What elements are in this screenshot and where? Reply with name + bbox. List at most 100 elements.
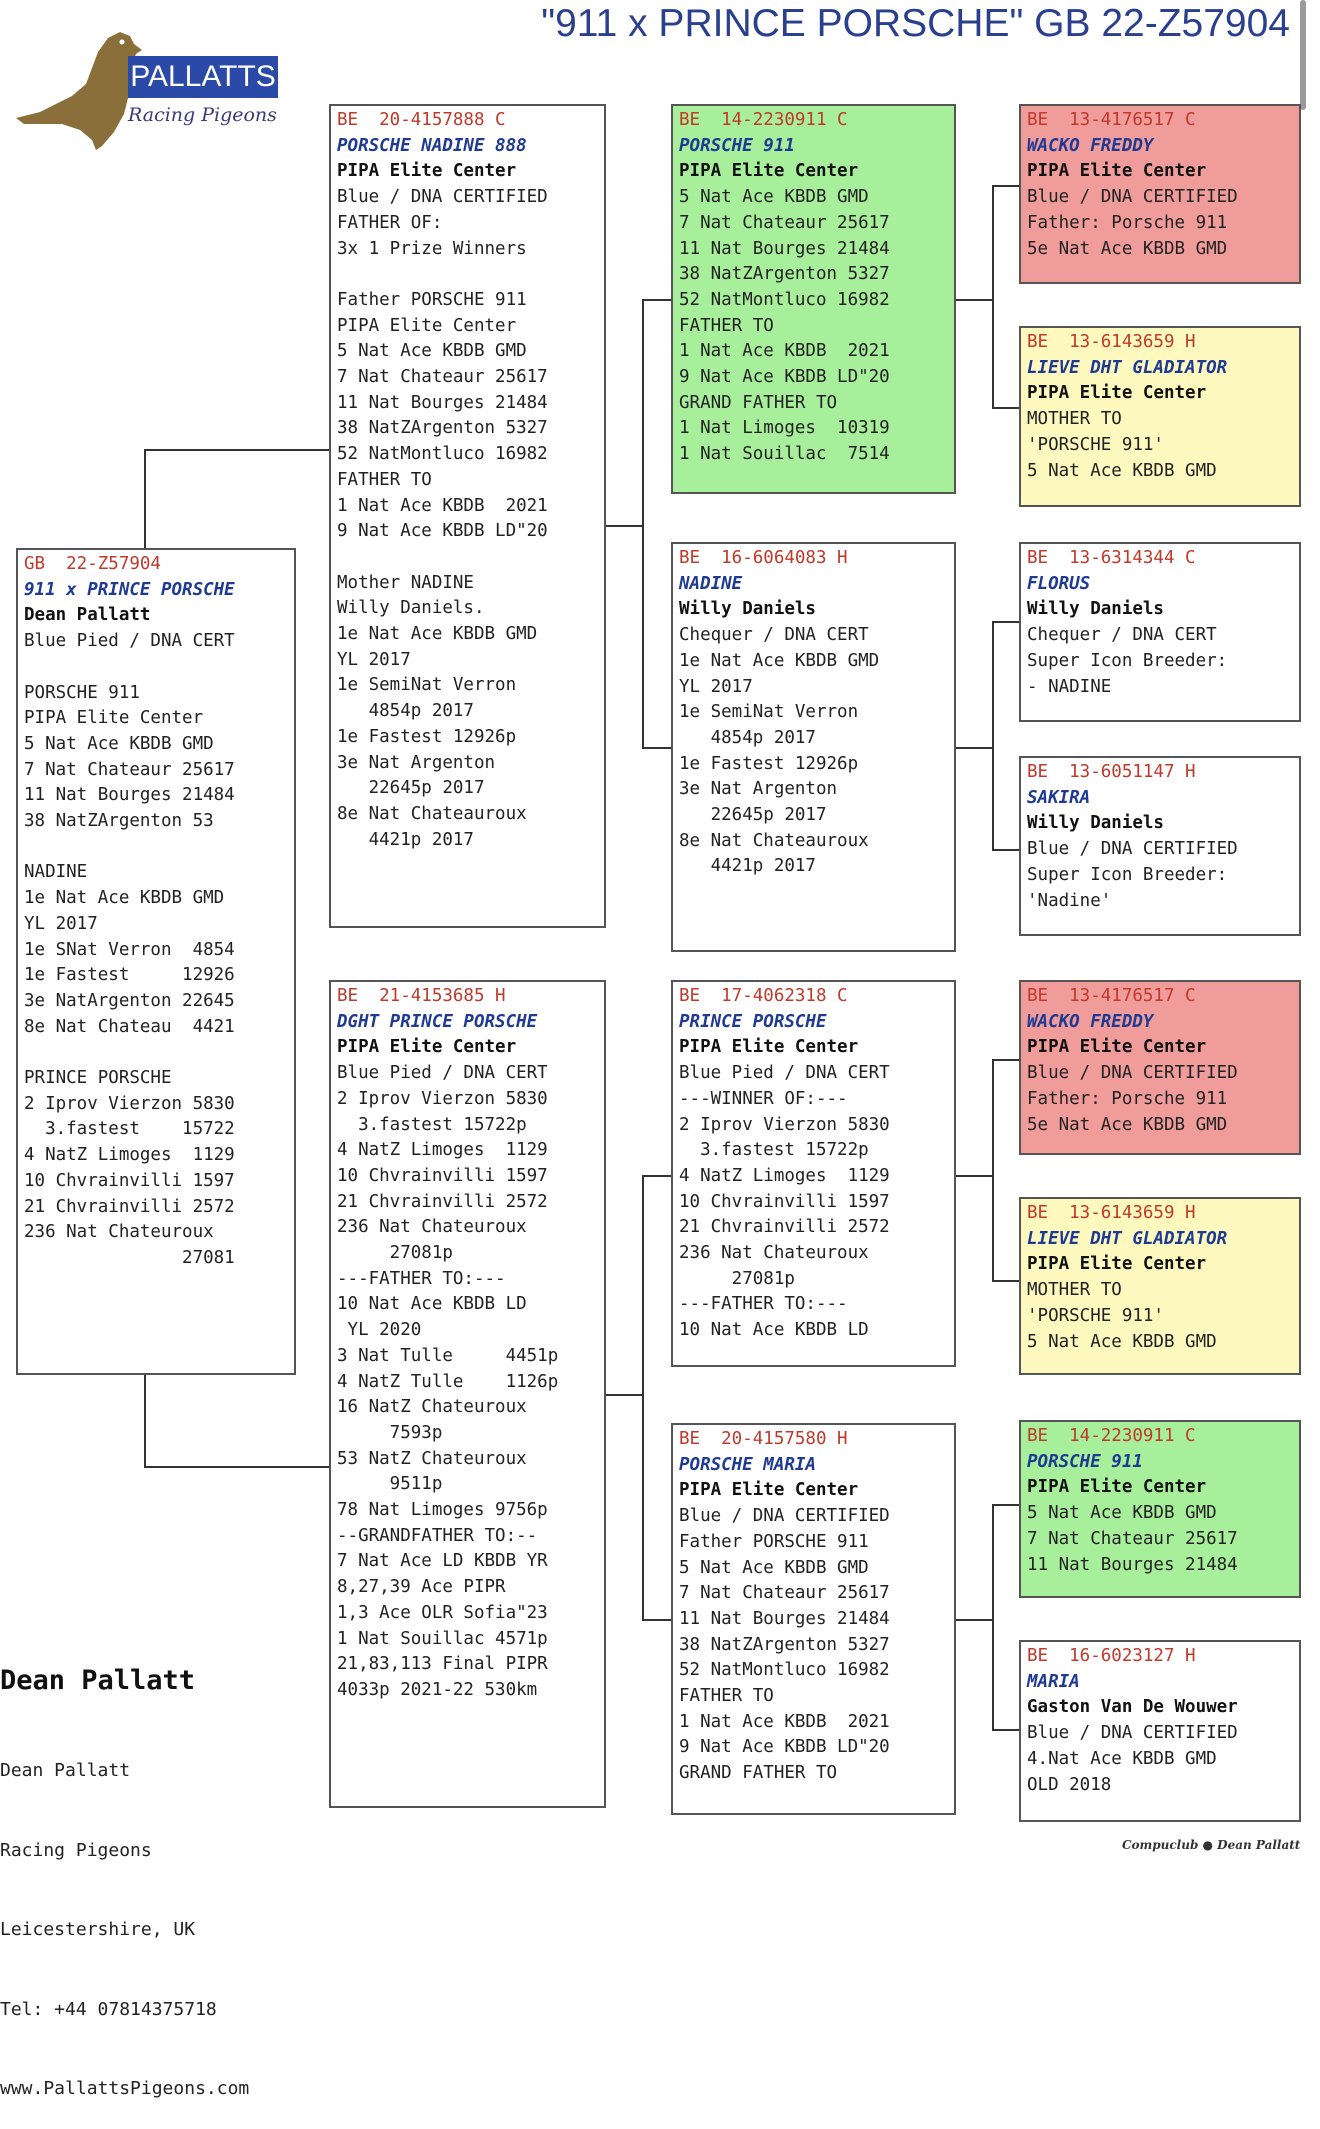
pedigree-line: 1e SemiNat Verron: [679, 702, 859, 723]
pedigree-line: - NADINE: [1027, 676, 1112, 697]
contact-line: Dean Pallatt: [0, 1760, 131, 1781]
pedigree-line: YL 2017: [337, 649, 411, 670]
owner-name: Willy Daniels: [679, 599, 816, 620]
pedigree-line: 9 Nat Ace KBDB LD"20: [337, 521, 548, 542]
pedigree-line: 52 NatMontluco 16982: [679, 1660, 890, 1681]
pedigree-line: 1e Nat Ace KBDB GMD: [24, 888, 225, 909]
pedigree-line: 4854p 2017: [679, 727, 816, 748]
pedigree-line: PRINCE PORSCHE: [24, 1068, 172, 1089]
pedigree-line: Mother NADINE: [337, 572, 474, 593]
ring-number: GB 22-Z57904: [24, 554, 161, 574]
pedigree-line: 5 Nat Ace KBDB GMD: [1027, 1331, 1217, 1352]
pigeon-name: PORSCHE MARIA: [679, 1454, 816, 1475]
ring-number: BE 14-2230911 C: [1027, 1426, 1196, 1446]
pedigree-line: 1,3 Ace OLR Sofia"23: [337, 1602, 548, 1623]
pedigree-line: Blue / DNA CERTIFIED: [337, 187, 548, 208]
pigeon-name: PORSCHE NADINE 888: [337, 135, 527, 156]
pedigree-line: Blue / DNA CERTIFIED: [1027, 1723, 1238, 1744]
pedigree-line: 5 Nat Ace KBDB GMD: [1027, 460, 1217, 481]
software-credit: Compuclub ● Dean Pallatt: [1122, 1838, 1301, 1852]
pedigree-line: 1e Fastest 12926: [24, 965, 235, 986]
pigeon-icon: [16, 32, 142, 150]
owner-name: Dean Pallatt: [24, 605, 151, 626]
pedigree-line: NADINE: [24, 862, 88, 883]
owner-name: PIPA Elite Center: [337, 161, 517, 182]
pedigree-line: FATHER OF:: [337, 212, 443, 233]
pedigree-line: FATHER TO: [679, 1686, 774, 1707]
pedigree-line: 3 Nat Tulle 4451p: [337, 1345, 559, 1366]
pedigree-line: 1 Nat Ace KBDB 2021: [679, 341, 890, 362]
pedigree-line: 3x 1 Prize Winners: [337, 238, 527, 259]
pedigree-line: 1e Nat Ace KBDB GMD: [337, 624, 538, 645]
pedigree-line: 'Nadine': [1027, 890, 1112, 911]
pedigree-line: 1 Nat Limoges 10319: [679, 418, 890, 439]
ring-number: BE 14-2230911 C: [679, 110, 848, 130]
pedigree-line: Blue Pied / DNA CERT: [337, 1063, 548, 1084]
pedigree-line: PORSCHE 911: [24, 682, 140, 703]
owner-name: PIPA Elite Center: [337, 1037, 517, 1058]
pedigree-line: 27081p: [337, 1243, 453, 1264]
pedigree-line: 4 NatZ Tulle 1126p: [337, 1371, 559, 1392]
pigeon-name: MARIA: [1027, 1671, 1080, 1692]
pedigree-line: 8e Nat Chateauroux: [337, 803, 527, 824]
pedigree-line: Blue Pied / DNA CERT: [679, 1063, 890, 1084]
pedigree-line: 4 NatZ Limoges 1129: [24, 1145, 235, 1166]
owner-name: PIPA Elite Center: [679, 1480, 859, 1501]
contact-line: Racing Pigeons: [0, 1839, 152, 1861]
owner-name: PIPA Elite Center: [1027, 1477, 1207, 1498]
owner-name: Willy Daniels: [1027, 599, 1164, 620]
pedigree-line: 236 Nat Chateuroux: [337, 1217, 527, 1238]
pedigree-line: 5e Nat Ace KBDB GMD: [1027, 1114, 1228, 1135]
pedigree-line: 7 Nat Chateaur 25617: [337, 367, 548, 388]
ring-number: BE 20-4157888 C: [337, 110, 506, 130]
pedigree-line: 4033p 2021-22 530km: [337, 1679, 538, 1700]
pedigree-line: 27081p: [679, 1268, 795, 1289]
pedigree-line: Blue Pied / DNA CERT: [24, 631, 235, 652]
pedigree-line: 8e Nat Chateau 4421: [24, 1016, 235, 1037]
pedigree-line: YL 2017: [679, 676, 753, 697]
owner-name: PIPA Elite Center: [1027, 1037, 1207, 1058]
pedigree-line: Willy Daniels.: [337, 598, 485, 619]
pedigree-line: 9 Nat Ace KBDB LD"20: [679, 1737, 890, 1758]
pedigree-line: 5 Nat Ace KBDB GMD: [337, 341, 527, 362]
pedigree-line: 5 Nat Ace KBDB GMD: [679, 187, 869, 208]
pedigree-line: 11 Nat Bourges 21484: [1027, 1554, 1238, 1575]
pedigree-line: 3.fastest 15722: [24, 1119, 235, 1140]
pedigree-line: 1e Fastest 12926p: [337, 726, 517, 747]
pedigree-line: OLD 2018: [1027, 1774, 1112, 1795]
pedigree-line: Father: Porsche 911: [1027, 212, 1228, 233]
owner-name: PIPA Elite Center: [679, 1037, 859, 1058]
pedigree-line: Super Icon Breeder:: [1027, 650, 1228, 671]
pigeon-name: LIEVE DHT GLADIATOR: [1027, 357, 1228, 378]
pedigree-line: Blue / DNA CERTIFIED: [1027, 187, 1238, 208]
pedigree-line: ---FATHER TO:---: [679, 1294, 848, 1315]
pedigree-line: 4421p 2017: [337, 829, 474, 850]
pedigree-line: [24, 835, 288, 861]
breeder-name: Dean Pallatt: [0, 1665, 196, 1696]
pedigree-line: 7 Nat Chateaur 25617: [1027, 1528, 1238, 1549]
pedigree-line: 3.fastest 15722p: [679, 1140, 869, 1161]
owner-name: PIPA Elite Center: [1027, 161, 1207, 182]
pedigree-line: YL 2020: [337, 1320, 422, 1341]
pedigree-line: Blue / DNA CERTIFIED: [1027, 839, 1238, 860]
pedigree-line: 5 Nat Ace KBDB GMD: [1027, 1503, 1217, 1524]
page-title: "911 x PRINCE PORSCHE" GB 22-Z57904: [541, 2, 1290, 45]
logo-subtext: Racing Pigeons: [128, 104, 277, 126]
scrollbar[interactable]: [1300, 0, 1306, 110]
pedigree-line: 7 Nat Chateaur 25617: [679, 212, 890, 233]
pedigree-line: 4 NatZ Limoges 1129: [679, 1165, 890, 1186]
pedigree-line: 38 NatZArgenton 5327: [337, 418, 548, 439]
pedigree-line: 'PORSCHE 911': [1027, 1305, 1164, 1326]
pedigree-line: 11 Nat Bourges 21484: [337, 392, 548, 413]
pedigree-line: 78 Nat Limoges 9756p: [337, 1500, 548, 1521]
pigeon-name: NADINE: [679, 573, 743, 594]
pedigree-line: 1 Nat Souillac 4571p: [337, 1628, 548, 1649]
